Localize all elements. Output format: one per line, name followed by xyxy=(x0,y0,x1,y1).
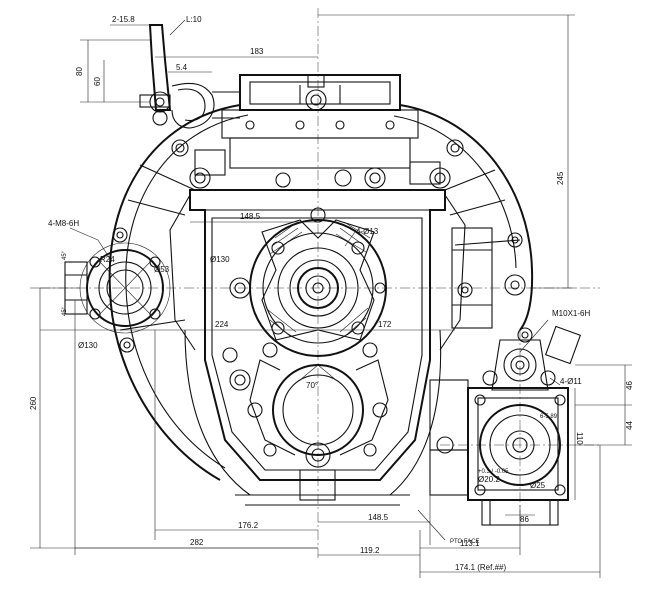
center-lines xyxy=(40,8,600,560)
label-d130-left: Ø130 xyxy=(78,341,98,350)
label-l10: L:10 xyxy=(186,15,202,24)
label-80: 80 xyxy=(75,67,84,76)
label-d25: Ø25 xyxy=(530,481,546,490)
label-r24: R24 xyxy=(100,255,115,264)
label-176-2: 176.2 xyxy=(238,521,259,530)
label-45-a: 45° xyxy=(62,250,68,260)
label-119-2: 119.2 xyxy=(360,546,380,555)
lower-bore xyxy=(249,359,389,468)
label-282: 282 xyxy=(190,538,204,547)
label-113-1: 113.1 xyxy=(460,539,480,548)
label-70-deg: 70° xyxy=(306,381,318,390)
shift-lever xyxy=(139,24,240,129)
label-260: 260 xyxy=(29,396,38,410)
label-183: 183 xyxy=(250,47,264,56)
label-6-5-89: 6-5.89 xyxy=(540,414,558,420)
label-4-d13: 4-Ø13 xyxy=(356,227,379,236)
pto-pump xyxy=(429,325,582,526)
label-245: 245 xyxy=(556,171,565,185)
label-5-4: 5.4 xyxy=(176,63,188,72)
label-44: 44 xyxy=(625,421,634,430)
label-60: 60 xyxy=(93,77,102,86)
label-110: 110 xyxy=(575,432,584,445)
dimension-lines xyxy=(30,14,632,578)
label-m10x1-6h: M10X1-6H xyxy=(552,309,590,318)
label-45-b: 45° xyxy=(62,306,68,316)
label-d53: Ø53 xyxy=(154,265,170,274)
left-flange xyxy=(64,242,171,334)
label-4-m8-6h: 4-M8-6H xyxy=(48,219,79,228)
label-2-15-8: 2-15.8 xyxy=(112,15,135,24)
bell-housing xyxy=(108,104,534,481)
main-housing xyxy=(169,189,493,506)
label-4-d11: 4-Ø11 xyxy=(560,377,582,386)
label-224: 224 xyxy=(215,320,229,329)
label-d130-mid: Ø130 xyxy=(210,255,230,264)
label-86: 86 xyxy=(520,515,529,524)
label-46: 46 xyxy=(625,381,634,390)
label-148-5-bot: 148.5 xyxy=(368,513,389,522)
label-d20-2: Ø20.2 xyxy=(478,475,500,484)
label-pto-face: PTO FACE xyxy=(450,539,480,545)
label-174-1: 174.1 (Ref.##) xyxy=(455,563,506,572)
label-172: 172 xyxy=(378,320,392,329)
dimension-labels: 2-15.8 L:10 183 80 60 5.4 245 4-M8-6H 14… xyxy=(29,15,634,572)
label-d20-2-tol: +0.3 / -0.05 xyxy=(478,469,509,475)
label-148-5-top: 148.5 xyxy=(240,212,261,221)
